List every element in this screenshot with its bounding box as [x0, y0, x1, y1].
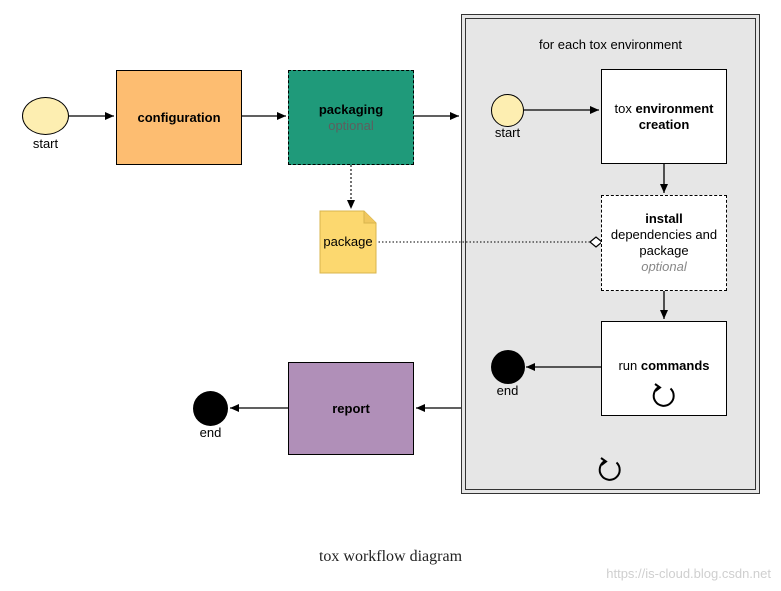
configuration-box: configuration: [116, 70, 242, 165]
install-box: install dependencies and package optiona…: [601, 195, 727, 291]
report-box: report: [288, 362, 414, 455]
inner-end-node: [491, 350, 525, 384]
figure-caption: tox workflow diagram: [318, 548, 463, 565]
document-icon: [319, 210, 377, 274]
run-bold: commands: [640, 358, 710, 373]
watermark: https://is-cloud.blog.csdn.net: [606, 566, 771, 581]
inner-start-label: start: [494, 125, 521, 140]
env-creation-prefix: tox: [614, 100, 632, 116]
run-prefix: run: [618, 358, 638, 373]
loop-icon: [652, 383, 675, 407]
install-optional: optional: [641, 259, 687, 274]
inner-end-label: end: [496, 383, 519, 398]
loop-icon: [598, 457, 621, 481]
install-bold: install: [645, 211, 683, 226]
package-label: package: [323, 234, 373, 249]
env-creation-bold: environment creation: [635, 100, 714, 132]
start-label: start: [32, 136, 59, 151]
start-node: [22, 97, 69, 135]
inner-start-node: [491, 94, 524, 127]
packaging-box: packaging optional: [288, 70, 414, 165]
configuration-label: configuration: [137, 109, 221, 125]
container-title: for each tox environment: [538, 37, 683, 52]
env-container-inner: [465, 18, 756, 490]
packaging-optional: optional: [328, 117, 374, 133]
end-label: end: [199, 425, 222, 440]
install-rest: dependencies and package: [610, 227, 718, 258]
run-commands-box: run commands: [601, 321, 727, 416]
packaging-label: packaging: [318, 101, 384, 117]
env-creation-box: tox environment creation: [601, 69, 727, 164]
report-label: report: [332, 400, 370, 416]
end-node: [193, 391, 228, 426]
